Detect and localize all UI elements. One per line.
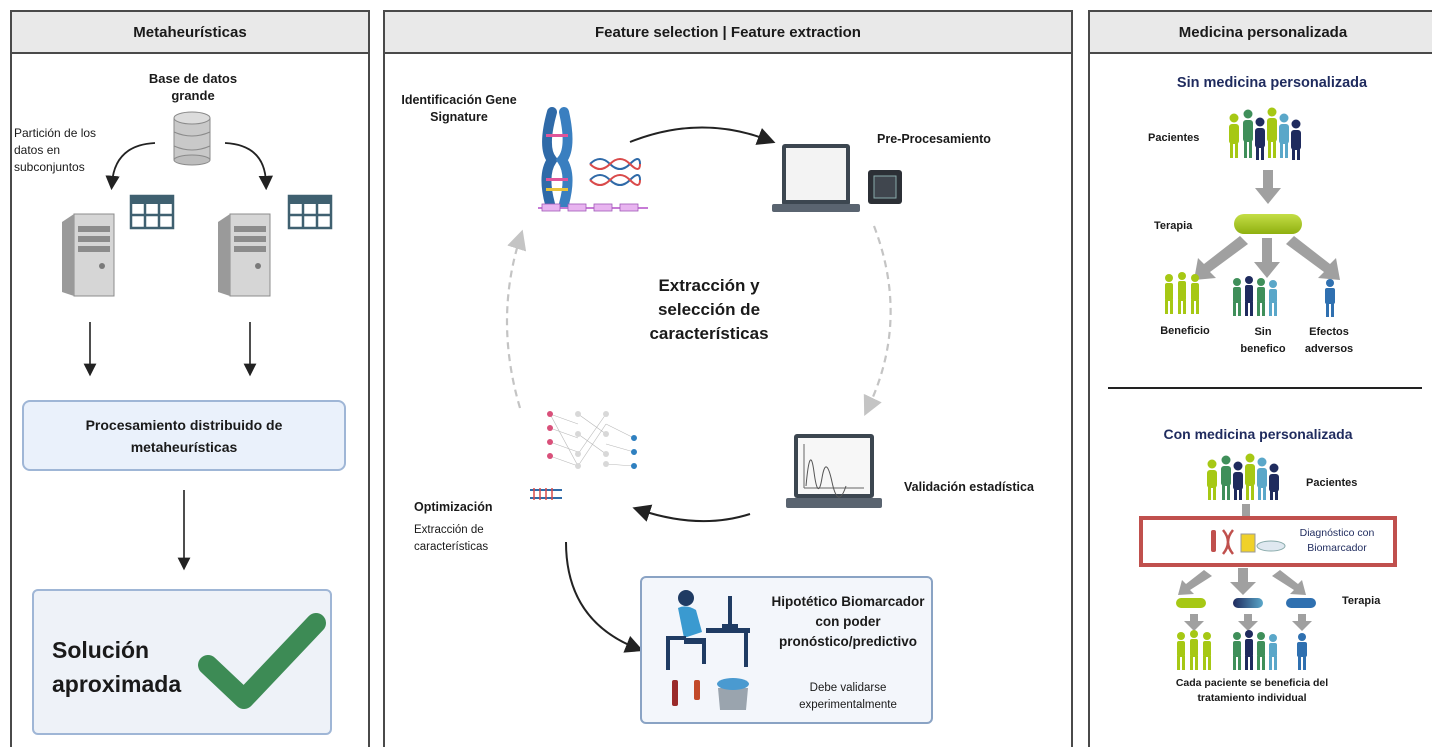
grey-down-arrow [1242,504,1250,518]
therapy-split-arrows [1194,236,1340,280]
patients-group-icon [1207,453,1279,500]
pill-icon [1234,214,1302,234]
split-arrows [105,142,274,191]
extraccion-label: Extracción de características [414,524,489,553]
solution-label: Solución aproximada [52,637,182,697]
neural-network-icon [530,411,637,500]
beneficio-label: Beneficio [1160,325,1210,337]
preprocesamiento-label: Pre-Procesamiento [877,132,991,146]
benefit-group-icon [1165,272,1199,314]
panel-header: Metaheurísticas [12,12,368,54]
adverse-person-icon [1325,279,1335,317]
solution-box: Solución aproximada [32,589,332,735]
biomarker-arrow [565,541,644,653]
pill-navy-icon [1233,598,1263,608]
check-icon [198,613,326,709]
diagnostic-box: Diagnóstico con Biomarcador [1139,516,1397,567]
biomarker-box: Hipotético Biomarcador con poder pronóst… [640,576,933,724]
sin-title: Sin medicina personalizada [1176,75,1368,91]
treatment-split-arrows [1178,568,1306,595]
partition-label: Partición de los datos en subconjuntos [14,126,97,174]
db-label: Base de datos grande [148,71,238,103]
benefit-group-icon [1233,630,1277,670]
table-icon [129,194,175,230]
server-icon [62,213,115,297]
scientist-computer-icon [666,590,750,710]
cada-paciente-label: Cada paciente se beneficia del tratamien… [1175,677,1329,704]
laptop-chart-icon [786,434,882,508]
database-icon [173,111,211,166]
pacientes-label-2: Pacientes [1306,477,1358,489]
server-icon [218,213,271,297]
small-down-arrows [1184,614,1312,631]
laptop-icon [772,144,902,212]
identificacion-label: Identificación Gene Signature [401,93,517,124]
distributed-box: Procesamiento distribuido de metaheuríst… [22,400,346,471]
diagnostic-tools-icon [1211,529,1286,555]
pill-blue-icon [1286,598,1316,608]
efectos-label: Efectos adversos [1304,326,1354,355]
center-title: Extracción y selección de característica… [649,276,769,343]
pill-green-icon [1176,598,1206,608]
sin-beneficio-label: Sin benefico [1240,326,1286,355]
optimizacion-label: Optimización [414,500,493,514]
distributed-label: Procesamiento distribuido de metaheuríst… [85,416,283,455]
divider [1108,387,1422,389]
cycle-arrows [505,126,892,523]
validacion-label: Validación estadística [904,480,1034,494]
table-icon [287,194,333,230]
down-arrows [83,322,257,571]
terapia-label-2: Terapia [1342,595,1381,607]
validar-label: Debe validarse experimentalmente [799,682,897,711]
benefit-group-icon [1177,630,1211,670]
pacientes-label-1: Pacientes [1148,132,1200,144]
patients-group-icon [1229,107,1301,160]
terapia-label-1: Terapia [1154,220,1193,232]
grey-down-arrow [1255,170,1281,204]
no-benefit-group-icon [1233,276,1277,316]
chromosome-icon [538,107,648,212]
panel-header: Feature selection | Feature extraction [385,12,1071,54]
con-title: Con medicina personalizada [1163,426,1353,442]
benefit-person-icon [1297,633,1307,670]
panel-header: Medicina personalizada [1090,12,1432,54]
hipotetico-label: Hipotético Biomarcador con poder pronóst… [771,594,925,649]
diagnostico-label: Diagnóstico con Biomarcador [1299,527,1375,554]
